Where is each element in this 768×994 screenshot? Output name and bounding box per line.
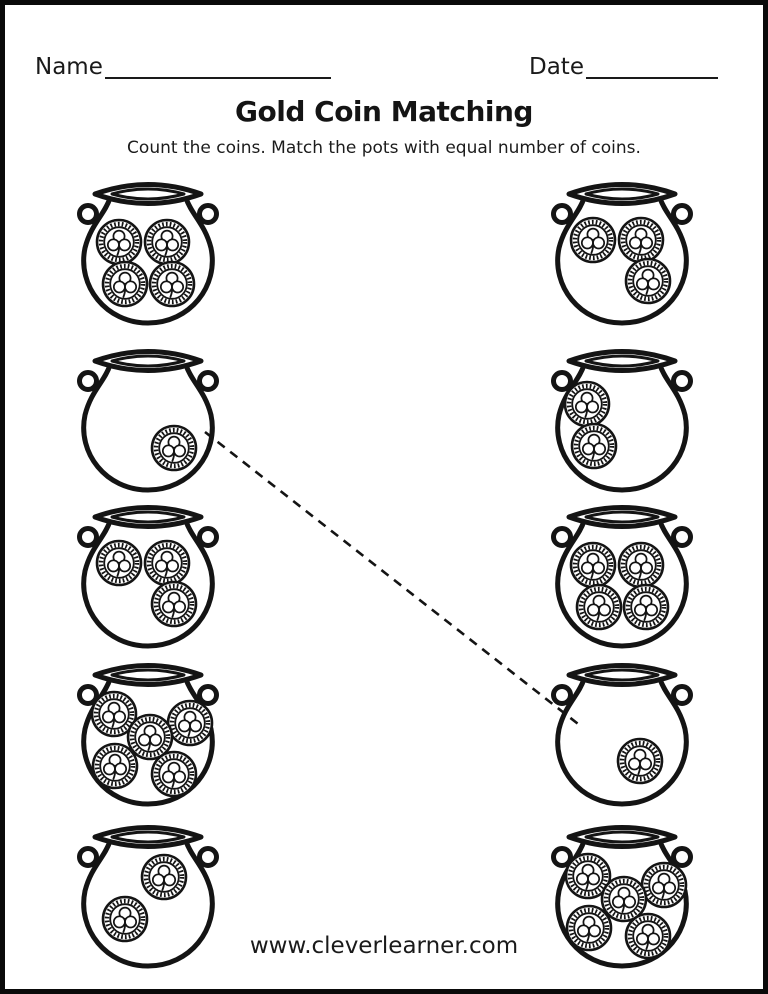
pot-handle-icon [551, 203, 693, 225]
pot-right-1-coins-3[interactable] [541, 178, 703, 328]
pot-right-4-coins-1[interactable] [541, 659, 703, 809]
shamrock-coin-icon [617, 541, 665, 589]
page-title: Gold Coin Matching [235, 95, 533, 128]
shamrock-coin-icon [140, 853, 188, 901]
pot-right-5-coins-5[interactable] [541, 821, 703, 971]
name-blank-line[interactable] [104, 55, 331, 79]
pot-rim [566, 825, 678, 849]
shamrock-coin-icon [126, 713, 174, 761]
pot-right-2-coins-2[interactable] [541, 345, 703, 495]
shamrock-coin-icon [90, 690, 138, 738]
shamrock-coin-icon [640, 861, 688, 909]
shamrock-coin-icon [617, 216, 665, 264]
shamrock-coin-icon [148, 260, 196, 308]
pot-handle-icon [551, 846, 693, 868]
pot-left-4-coins-5[interactable] [67, 659, 229, 809]
pot-body [555, 195, 689, 326]
pot-handle-icon [77, 203, 219, 225]
date-field: Date [529, 55, 718, 79]
pot-body [81, 518, 215, 649]
website-url: www.cleverlearner.com [249, 933, 519, 959]
shamrock-coin-icon [150, 580, 198, 628]
shamrock-coin-icon [91, 742, 139, 790]
shamrock-coin-icon [101, 895, 149, 943]
pot-body [81, 195, 215, 326]
shamrock-coin-icon [150, 424, 198, 472]
pot-right-3-coins-4[interactable] [541, 501, 703, 651]
name-label: Name [35, 54, 103, 80]
date-blank-line[interactable] [585, 55, 718, 79]
shamrock-coin-icon [624, 257, 672, 305]
pot-rim [566, 182, 678, 206]
pot-handle-icon [77, 846, 219, 868]
pot-left-3-coins-3[interactable] [67, 501, 229, 651]
shamrock-coin-icon [570, 422, 618, 470]
pot-left-5-coins-2[interactable] [67, 821, 229, 971]
pot-rim [92, 182, 204, 206]
shamrock-coin-icon [624, 912, 672, 960]
pot-rim [566, 663, 678, 687]
shamrock-coin-icon [600, 875, 648, 923]
pot-left-2-coins-1[interactable] [67, 345, 229, 495]
shamrock-coin-icon [150, 750, 198, 798]
pot-left-1-coins-4[interactable] [67, 178, 229, 328]
pot-rim [566, 349, 678, 373]
shamrock-coin-icon [564, 852, 612, 900]
shamrock-coin-icon [622, 583, 670, 631]
shamrock-coin-icon [565, 904, 613, 952]
pot-handle-icon [77, 370, 219, 392]
instructions-text: Count the coins. Match the pots with equ… [127, 138, 641, 158]
shamrock-coin-icon [143, 539, 191, 587]
pot-rim [566, 505, 678, 529]
pot-rim [92, 825, 204, 849]
shamrock-coin-icon [616, 737, 664, 785]
shamrock-coin-icon [563, 380, 611, 428]
shamrock-coin-icon [95, 539, 143, 587]
pot-handle-icon [551, 370, 693, 392]
pot-rim [92, 663, 204, 687]
shamrock-coin-icon [143, 218, 191, 266]
date-label: Date [529, 54, 584, 80]
shamrock-coin-icon [95, 218, 143, 266]
shamrock-coin-icon [166, 699, 214, 747]
shamrock-coin-icon [101, 260, 149, 308]
pot-rim [92, 505, 204, 529]
pot-body [81, 362, 215, 493]
shamrock-coin-icon [575, 583, 623, 631]
shamrock-coin-icon [569, 216, 617, 264]
pot-body [555, 676, 689, 807]
shamrock-coin-icon [569, 541, 617, 589]
name-field: Name [35, 55, 331, 79]
pot-rim [92, 349, 204, 373]
pot-body [555, 518, 689, 649]
